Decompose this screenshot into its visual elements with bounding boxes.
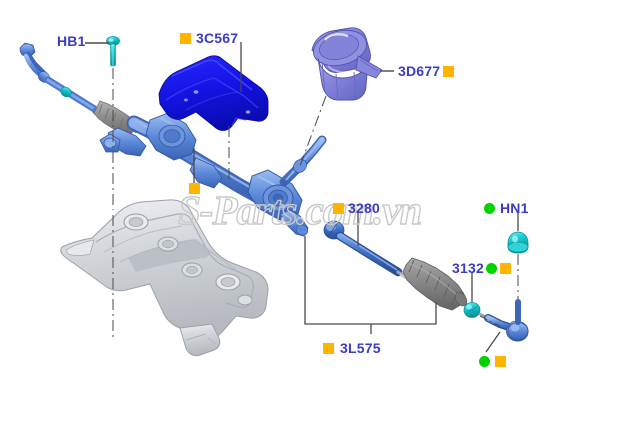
- label-3280[interactable]: 3280: [348, 200, 380, 216]
- leader-lines: [85, 42, 519, 353]
- left-tie-rod-end: [19, 42, 100, 114]
- label-hn1[interactable]: HN1: [500, 200, 529, 216]
- marker-square-rack-mount: [189, 183, 200, 194]
- marker-square-3280: [333, 203, 344, 214]
- leader-outer-tie-rod-end: [485, 331, 501, 353]
- front-subframe-crossmember: [60, 199, 269, 357]
- tie-rod-assembly: [323, 220, 529, 342]
- steering-gear-mounting-bolt: [106, 36, 120, 67]
- axis-3132: [479, 315, 501, 327]
- label-3l575[interactable]: 3L575: [340, 340, 381, 356]
- rack-bellows-boot: [402, 257, 468, 311]
- marker-circle-hn1: [484, 203, 495, 214]
- marker-circle-outer-tie-rod: [479, 356, 490, 367]
- marker-square-outer-tie-rod: [495, 356, 506, 367]
- axis-3d677: [299, 95, 327, 167]
- steering-column-shaft-boot: [311, 27, 383, 101]
- marker-square-3l575: [323, 343, 334, 354]
- label-3c567[interactable]: 3C567: [196, 30, 239, 46]
- steering-gear-heat-shield: [158, 55, 269, 131]
- marker-square-3d677: [443, 66, 454, 77]
- label-hb1[interactable]: HB1: [57, 33, 86, 49]
- tie-rod-end-nut: [507, 231, 529, 254]
- steering-gear-rack-assembly: [92, 100, 327, 237]
- label-3d677[interactable]: 3D677: [398, 63, 441, 79]
- marker-circle-3132: [486, 263, 497, 274]
- label-3132[interactable]: 3132: [452, 260, 484, 276]
- marker-square-3132: [500, 263, 511, 274]
- marker-square-3c567: [180, 33, 191, 44]
